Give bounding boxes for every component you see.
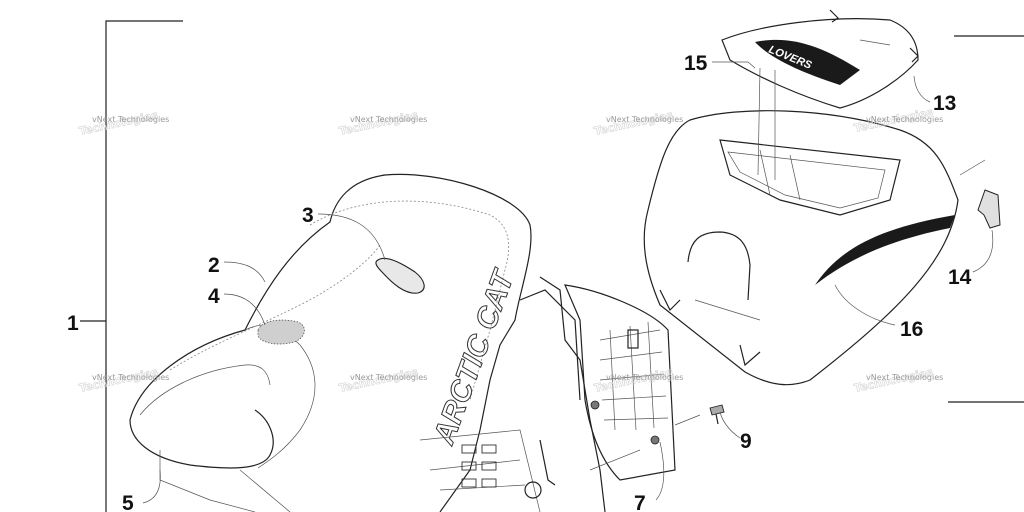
- seat-patch: [257, 319, 305, 345]
- latch-part: [977, 189, 1001, 229]
- seat-part: ARCTIC CAT: [129, 173, 532, 512]
- watermark-4: vNext Technologies: [866, 115, 943, 124]
- lid-part: LOVERS: [721, 9, 919, 109]
- storage-box-part: [643, 110, 959, 386]
- seat-base: [419, 276, 606, 512]
- assembly-bracket: [80, 20, 183, 512]
- panel-hole-1: [590, 400, 600, 410]
- callout-5: 5: [122, 492, 134, 512]
- watermark-7: vNext Technologies: [606, 373, 683, 382]
- callouts: 1 2 3 4 5 7 9 13 14 15 16: [67, 52, 972, 512]
- callout-3: 3: [302, 204, 314, 227]
- watermark-5: vNext Technologies: [92, 373, 169, 382]
- panel-hole-2: [650, 435, 660, 445]
- lid-decal: [755, 39, 860, 85]
- callout-9: 9: [740, 430, 752, 453]
- watermark-2: vNext Technologies: [350, 115, 427, 124]
- callout-2: 2: [208, 254, 220, 277]
- box-decal: [815, 215, 955, 285]
- callout-15: 15: [684, 52, 708, 75]
- watermark-1: vNext Technologies: [92, 115, 169, 124]
- watermark-3: vNext Technologies: [606, 115, 683, 124]
- watermark-8: vNext Technologies: [866, 373, 943, 382]
- watermark-6: vNext Technologies: [350, 373, 427, 382]
- callout-4: 4: [208, 285, 220, 308]
- seat-logo: ARCTIC CAT: [427, 264, 521, 449]
- screw-part: [709, 404, 725, 425]
- callout-13: 13: [933, 92, 956, 115]
- base-fitting: [524, 481, 542, 499]
- panel-slot: [627, 329, 639, 349]
- watermarks: Technologies vNext Technologies Technolo…: [78, 105, 944, 395]
- callout-7: 7: [634, 492, 646, 512]
- callout-16: 16: [900, 318, 923, 341]
- seat-strap: [375, 257, 425, 294]
- callout-1: 1: [67, 312, 79, 335]
- side-panel-part: [564, 284, 676, 481]
- callout-14: 14: [948, 266, 972, 289]
- leader-lines: [142, 61, 994, 504]
